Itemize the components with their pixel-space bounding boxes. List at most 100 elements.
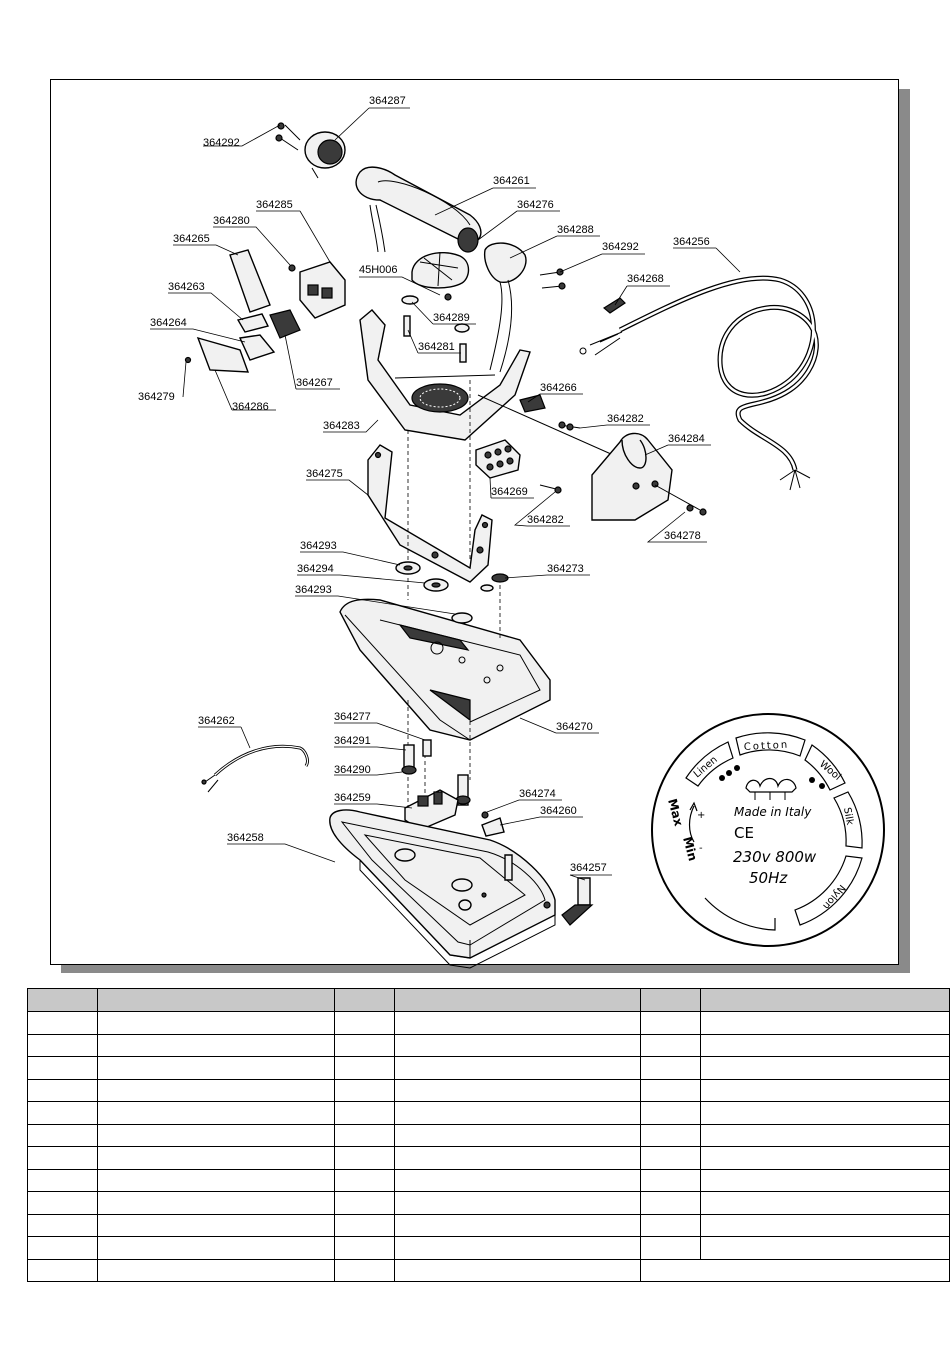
label-364270: 364270	[556, 721, 593, 733]
label-364276: 364276	[517, 199, 554, 211]
jack-part	[561, 877, 594, 926]
table-cell	[394, 1123, 641, 1147]
lever-part	[236, 313, 270, 333]
table-cell	[640, 1191, 701, 1215]
thermostat-knob-part	[411, 251, 470, 301]
table-cell	[394, 1191, 641, 1215]
table-row	[27, 1146, 950, 1170]
screw-364274-part	[481, 811, 489, 819]
table-header-cell	[394, 988, 641, 1012]
label-364273: 364273	[547, 563, 584, 575]
table-cell	[334, 1101, 395, 1125]
table-header-cell	[334, 988, 395, 1012]
table-cell	[334, 1056, 395, 1080]
table-cell	[97, 1033, 335, 1057]
screw-364281-part	[403, 315, 411, 337]
table-cell	[394, 1168, 641, 1192]
table-cell	[640, 1146, 701, 1170]
table-row	[27, 1033, 950, 1057]
table-row	[27, 1236, 950, 1260]
dial-plus-sign: +	[697, 810, 705, 821]
table-header-cell	[700, 988, 950, 1012]
table-cell	[27, 1191, 98, 1215]
table-cell	[27, 1213, 98, 1237]
clip-364260-part	[481, 817, 505, 837]
table-cell	[27, 1011, 98, 1035]
table-row	[27, 1078, 950, 1102]
iron-cover-part	[339, 598, 551, 741]
table-cell	[394, 1011, 641, 1035]
table-cell	[640, 1011, 701, 1035]
table-cell	[97, 1258, 335, 1282]
table-cell	[394, 1146, 641, 1170]
power-cord-part	[579, 275, 819, 491]
table-cell	[640, 1213, 701, 1237]
table-cell	[97, 1236, 335, 1260]
table-cell	[334, 1078, 395, 1102]
table-cell	[640, 1033, 701, 1057]
label-364290: 364290	[334, 764, 371, 776]
table-cell	[394, 1101, 641, 1125]
label-364261: 364261	[493, 175, 530, 187]
rear-stand-part	[591, 432, 707, 521]
label-364279: 364279	[138, 391, 175, 403]
table-cell	[640, 1123, 701, 1147]
label-364277: 364277	[334, 711, 371, 723]
exploded-view-diagram: 364287 364292 364261 364276 364288 36429…	[138, 95, 885, 969]
label-364285: 364285	[256, 199, 293, 211]
handle-bracket-part	[359, 309, 531, 441]
leader-lines	[150, 107, 741, 881]
table-cell	[700, 1191, 950, 1215]
dial-setting-silk: Silk	[841, 807, 855, 827]
table-cell	[700, 1033, 950, 1057]
table-cell	[334, 1191, 395, 1215]
parts-list-table	[27, 988, 950, 1282]
table-cell	[640, 1168, 701, 1192]
label-364267: 364267	[296, 377, 333, 389]
table-cell	[334, 1236, 395, 1260]
label-364274: 364274	[519, 788, 556, 800]
table-cell	[700, 1236, 950, 1260]
label-364293-b: 364293	[295, 584, 332, 596]
made-in-italy-text: Made in Italy	[734, 805, 812, 819]
cover-plate-part	[229, 249, 271, 313]
label-364278: 364278	[664, 530, 701, 542]
table-cell	[97, 1078, 335, 1102]
table-header-cell	[97, 988, 335, 1012]
table-cell	[700, 1078, 950, 1102]
voltage-rating-text: 230v 800w	[733, 848, 817, 866]
table-cell	[27, 1123, 98, 1147]
table-header-cell	[640, 988, 701, 1012]
label-364291: 364291	[334, 735, 371, 747]
table-cell	[394, 1236, 641, 1260]
table-cell	[334, 1168, 395, 1192]
label-364262: 364262	[198, 715, 235, 727]
table-cell	[700, 1146, 950, 1170]
table-cell	[700, 1168, 950, 1192]
table-row	[27, 1191, 950, 1215]
switch-housing-part	[288, 261, 346, 319]
label-364281: 364281	[418, 341, 455, 353]
table-cell	[27, 1236, 98, 1260]
table-row	[27, 1056, 950, 1080]
temperature-dial: Linen Cotton Wool Silk Nylon Max Min + -…	[651, 713, 885, 947]
label-364260: 364260	[540, 805, 577, 817]
table-row	[27, 1101, 950, 1125]
clamp-364266-part	[519, 394, 546, 413]
label-364289: 364289	[433, 312, 470, 324]
label-364282: 364282	[607, 413, 644, 425]
cord-sleeve-part	[602, 297, 626, 314]
table-row	[27, 1168, 950, 1192]
direction-arrow-icon	[688, 805, 695, 843]
label-364282-b: 364282	[527, 514, 564, 526]
table-cell	[700, 1056, 950, 1080]
handle-part	[355, 166, 482, 253]
table-cell	[640, 1236, 701, 1260]
table-header-cell	[27, 988, 98, 1012]
label-364269: 364269	[491, 486, 528, 498]
table-cell	[394, 1033, 641, 1057]
front-cap-part	[457, 227, 566, 373]
table-cell	[334, 1146, 395, 1170]
label-45H006: 45H006	[359, 264, 398, 276]
table-cell	[700, 1011, 950, 1035]
